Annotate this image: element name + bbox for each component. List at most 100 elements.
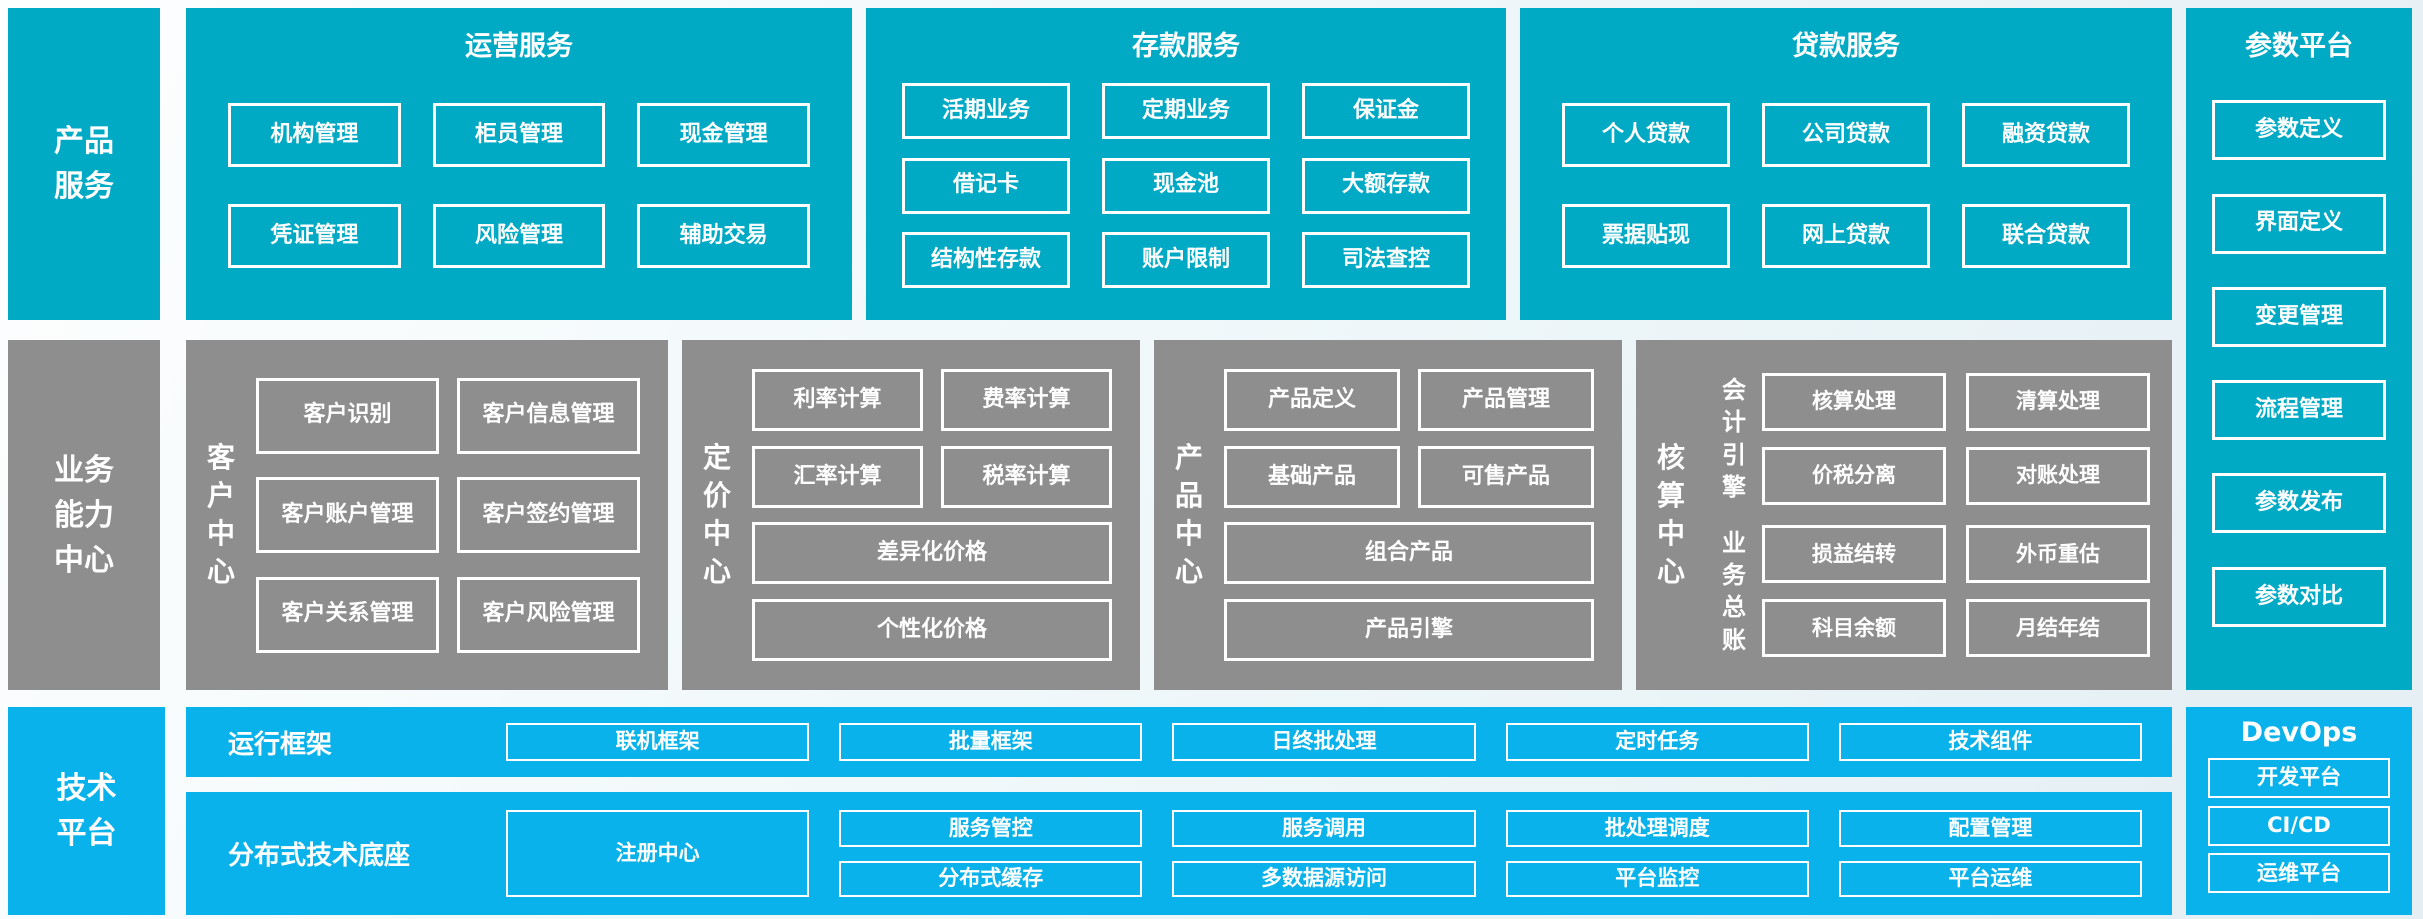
institution-management-box: 机构管理 [228,103,401,168]
time-deposit-box: 定期业务 [1102,83,1270,140]
accounting-engine-label: 会计引擎 [1722,375,1746,502]
batch-framework-box: 批量框架 [839,723,1143,761]
accounting-engine-group: 会计引擎 核算处理 清算处理 价税分离 对账处理 [1706,372,2150,505]
batch-scheduling-box: 批处理调度 [1505,810,1809,847]
registry-column: 注册中心 [506,810,810,897]
distributed-column-2: 服务调用 多数据源访问 [1172,810,1476,897]
config-management-box: 配置管理 [1838,810,2143,847]
business-ledger-group: 业务总账 损益结转 外币重估 科目余额 月结年结 [1706,525,2150,658]
syndicated-loan-box: 联合贷款 [1962,203,2130,268]
operations-row-1: 机构管理 柜员管理 现金管理 [228,103,811,168]
operations-services-title: 运营服务 [465,31,573,62]
param-compare-box: 参数对比 [2212,566,2386,627]
platform-operations-box: 平台运维 [1838,860,2143,897]
cash-pool-box: 现金池 [1102,157,1270,214]
band-distributed-tech-base: 分布式技术底座 注册中心 服务管控 分布式缓存 服务调用 多数据源访问 批处理调… [186,792,2172,915]
product-row-1: 产品定义 产品管理 [1224,368,1594,431]
loan-row-1: 个人贷款 公司贷款 融资贷款 [1562,103,2130,168]
sellable-product-box: 可售产品 [1418,445,1594,508]
operations-row-2: 凭证管理 风险管理 辅助交易 [228,203,811,268]
platform-monitoring-box: 平台监控 [1505,860,1809,897]
accounting-engine-grid: 核算处理 清算处理 价税分离 对账处理 [1762,372,2150,505]
customer-contract-management-box: 客户签约管理 [457,477,640,553]
online-framework-box: 联机框架 [506,723,810,761]
interest-rate-calc-box: 利率计算 [752,368,923,431]
change-management-box: 变更管理 [2212,286,2386,347]
ops-platform-box: 运维平台 [2208,853,2390,894]
distributed-column-1: 服务管控 分布式缓存 [839,810,1143,897]
month-year-end-closing-box: 月结年结 [1966,599,2150,658]
scheduled-task-box: 定时任务 [1505,723,1809,761]
product-center-label: 产品中心 [1174,441,1203,588]
combined-product-box: 组合产品 [1224,522,1594,585]
pricing-center-label: 定价中心 [702,441,731,588]
deposit-services-title: 存款服务 [1132,31,1240,62]
customer-row-2: 客户账户管理 客户签约管理 [256,477,640,553]
panel-pricing-center: 定价中心 利率计算 费率计算 汇率计算 税率计算 差异化价格 个性化价格 [682,340,1140,690]
process-management-box: 流程管理 [2212,380,2386,441]
customer-relationship-management-box: 客户关系管理 [256,576,439,653]
operations-services-body: 机构管理 柜员管理 现金管理 凭证管理 风险管理 辅助交易 [186,63,852,320]
ci-cd-box: CI/CD [2208,805,2390,846]
deposit-row-1: 活期业务 定期业务 保证金 [902,83,1470,140]
param-definition-box: 参数定义 [2212,100,2386,161]
panel-devops: DevOps 开发平台 CI/CD 运维平台 [2186,707,2412,915]
subject-balance-box: 科目余额 [1762,599,1946,658]
price-tax-separation-box: 价税分离 [1762,446,1946,505]
teller-management-box: 柜员管理 [432,103,606,168]
distributed-cache-box: 分布式缓存 [839,860,1143,897]
exchange-rate-calc-box: 汇率计算 [752,445,923,508]
personal-loan-box: 个人贷款 [1562,103,1730,168]
basic-product-box: 基础产品 [1224,445,1400,508]
accounting-engine-row-1: 核算处理 清算处理 [1762,372,2150,431]
distributed-column-3: 批处理调度 平台监控 [1505,810,1809,897]
customer-row-3: 客户关系管理 客户风险管理 [256,576,640,653]
financing-loan-box: 融资贷款 [1962,103,2130,168]
side-label-business-capability-center: 业务 能力 中心 [8,340,160,690]
pricing-row-2: 汇率计算 税率计算 [752,445,1112,508]
accounting-center-label: 核算中心 [1656,441,1685,588]
distributed-tech-base-label: 分布式技术底座 [228,841,411,871]
pricing-row-1: 利率计算 费率计算 [752,368,1112,431]
product-definition-box: 产品定义 [1224,368,1400,431]
eod-batch-box: 日终批处理 [1172,723,1476,761]
product-engine-box: 产品引擎 [1224,599,1594,662]
panel-accounting-center: 核算中心 会计引擎 核算处理 清算处理 价税分离 对账处理 [1636,340,2172,690]
runtime-framework-label: 运行框架 [228,729,333,760]
debit-card-box: 借记卡 [902,157,1070,214]
deposit-row-3: 结构性存款 账户限制 司法查控 [902,231,1470,288]
foreign-currency-revaluation-box: 外币重估 [1966,525,2150,584]
loan-row-2: 票据贴现 网上贷款 联合贷款 [1562,203,2130,268]
large-deposit-box: 大额存款 [1302,157,1470,214]
differentiated-pricing-box: 差异化价格 [752,522,1112,585]
panel-loan-services: 贷款服务 个人贷款 公司贷款 融资贷款 票据贴现 网上贷款 联合贷款 [1520,8,2172,320]
voucher-management-box: 凭证管理 [228,203,401,268]
business-ledger-grid: 损益结转 外币重估 科目余额 月结年结 [1762,525,2150,658]
multi-datasource-access-box: 多数据源访问 [1172,860,1476,897]
customer-identification-box: 客户识别 [256,377,439,454]
auxiliary-transaction-box: 辅助交易 [637,203,811,268]
tech-component-box: 技术组件 [1838,723,2143,761]
panel-product-center: 产品中心 产品定义 产品管理 基础产品 可售产品 组合产品 产品引擎 [1154,340,1622,690]
judicial-control-box: 司法查控 [1302,231,1470,288]
deposit-row-2: 借记卡 现金池 大额存款 [902,157,1470,214]
registry-center-box: 注册中心 [506,810,810,897]
parameter-platform-title: 参数平台 [2245,31,2353,62]
demand-deposit-box: 活期业务 [902,83,1070,140]
customer-info-management-box: 客户信息管理 [457,377,640,454]
clearing-processing-box: 清算处理 [1966,372,2150,431]
accounting-engine-row-2: 价税分离 对账处理 [1762,446,2150,505]
loan-services-body: 个人贷款 公司贷款 融资贷款 票据贴现 网上贷款 联合贷款 [1520,63,2172,320]
product-row-2: 基础产品 可售产品 [1224,445,1594,508]
customer-center-label: 客户中心 [206,441,235,588]
pricing-center-body: 利率计算 费率计算 汇率计算 税率计算 差异化价格 个性化价格 [752,340,1140,690]
dev-platform-box: 开发平台 [2208,757,2390,798]
personalized-pricing-box: 个性化价格 [752,599,1112,662]
product-center-body: 产品定义 产品管理 基础产品 可售产品 组合产品 产品引擎 [1224,340,1622,690]
customer-risk-management-box: 客户风险管理 [457,576,640,653]
devops-body: 开发平台 CI/CD 运维平台 [2186,748,2412,915]
online-loan-box: 网上贷款 [1762,203,1930,268]
product-management-box: 产品管理 [1418,368,1594,431]
corporate-loan-box: 公司贷款 [1762,103,1930,168]
